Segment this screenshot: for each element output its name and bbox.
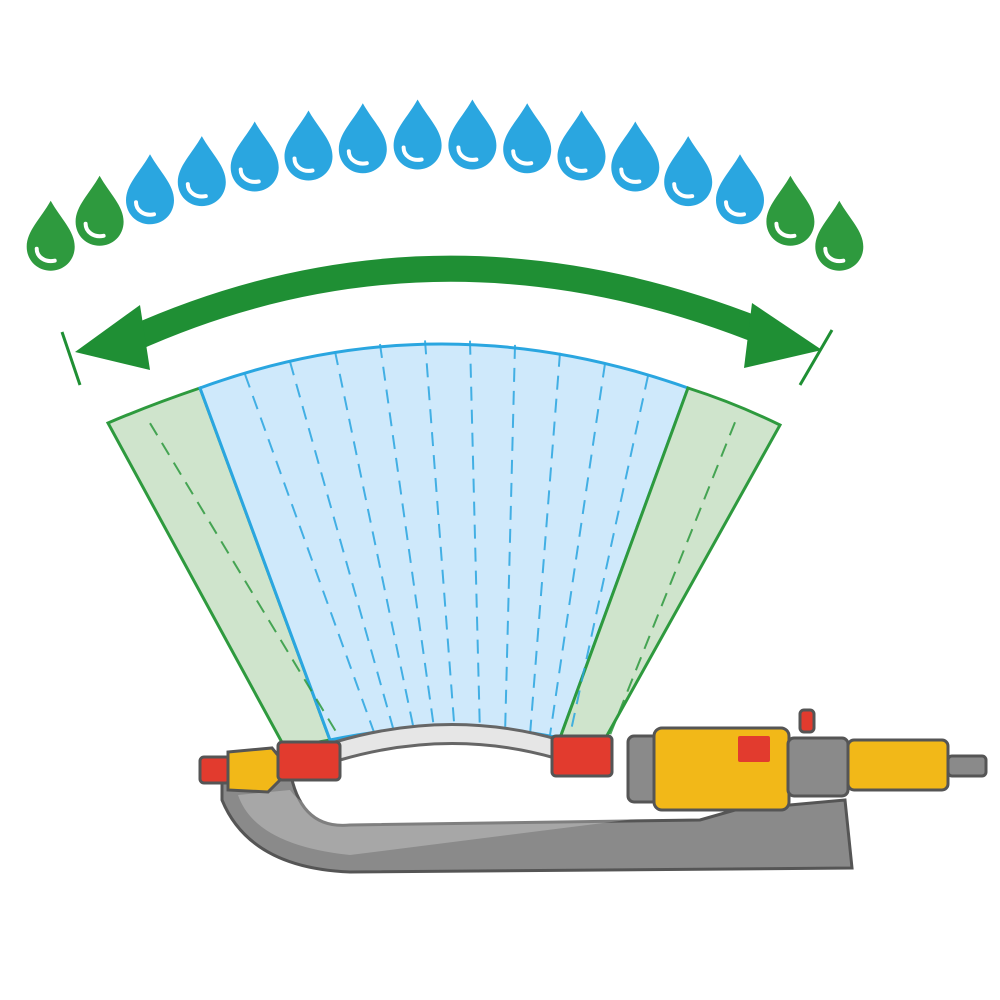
spray-dashed-line	[289, 361, 396, 736]
left-joint	[276, 740, 342, 782]
range-adjuster	[738, 736, 770, 762]
sprinkler-base	[220, 768, 854, 874]
spray-dashed-line	[549, 363, 606, 736]
water-drop-icon	[126, 154, 174, 225]
water-drop-icon	[766, 175, 815, 246]
spray-fan-green-right	[558, 386, 783, 750]
double-headed-arc-arrow-icon	[60, 255, 834, 386]
hose-connector-tip	[946, 754, 988, 778]
spray-fan	[105, 340, 783, 750]
water-drop-icon	[557, 110, 606, 181]
right-joint	[550, 734, 614, 778]
sprinkler-base-inner	[238, 790, 690, 855]
water-drop-icon	[230, 121, 279, 192]
hose-connector	[846, 738, 950, 792]
water-drop-icon	[338, 103, 387, 174]
water-drop-icon	[815, 200, 864, 271]
water-drop-icon	[611, 121, 660, 192]
spray-dashed-line	[609, 421, 736, 736]
adjuster-knob	[798, 708, 816, 734]
spray-dashed-line	[469, 340, 481, 736]
spray-dashed-line	[529, 352, 561, 736]
water-drop-icon	[393, 99, 442, 170]
spray-fan-dashed-lines	[149, 340, 736, 736]
spray-dashed-line	[244, 373, 376, 736]
water-drops-row	[26, 99, 864, 271]
oscillating-sprinkler-icon	[198, 708, 988, 874]
water-drop-icon	[664, 136, 713, 207]
left-bearing	[226, 746, 293, 794]
spray-dashed-line	[569, 375, 649, 736]
spray-dashed-line	[379, 343, 436, 736]
water-drop-icon	[26, 200, 75, 271]
spray-dashed-line	[424, 340, 456, 736]
water-drop-icon	[75, 175, 124, 246]
spray-dashed-line	[504, 344, 516, 736]
left-end-cap	[198, 755, 232, 785]
drive-neck	[786, 736, 850, 798]
spray-dashed-line	[334, 351, 416, 736]
water-drop-icon	[284, 110, 333, 181]
water-drop-icon	[177, 136, 226, 207]
spray-dashed-line	[149, 422, 339, 736]
water-drop-icon	[503, 103, 552, 174]
water-drop-icon	[716, 154, 764, 225]
water-drop-icon	[448, 99, 497, 170]
